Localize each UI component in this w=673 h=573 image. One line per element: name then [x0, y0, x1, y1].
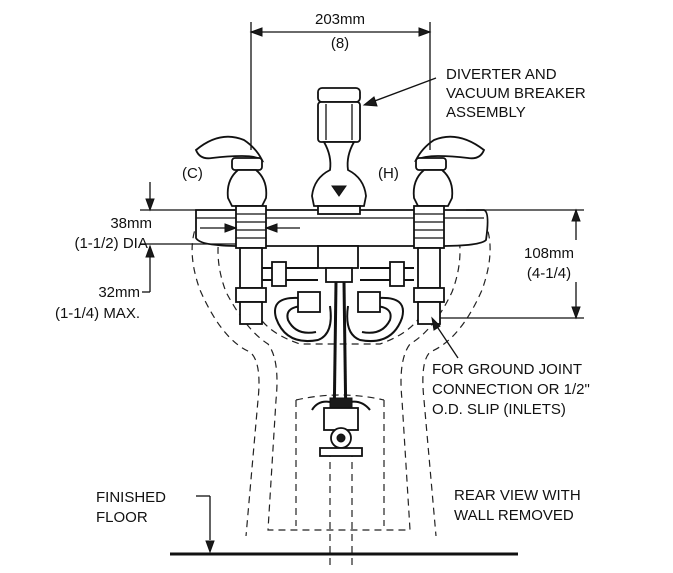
dim-203mm-label: 203mm — [315, 11, 365, 28]
dim-108mm-label: 108mm — [524, 245, 574, 262]
floor-callout: FINISHED FLOOR — [96, 489, 518, 556]
dim-max-label: (1-1/4) MAX. — [55, 305, 140, 322]
diverter-label-line-2: VACUUM BREAKER — [446, 85, 586, 102]
dimension-203mm: 203mm (8) — [249, 11, 432, 150]
floor-label-line-1: FINISHED — [96, 489, 166, 506]
inlet-label-line-1: FOR GROUND JOINT — [432, 361, 582, 378]
diverter-label-line-1: DIVERTER AND — [446, 66, 557, 83]
dimension-108mm: 108mm (4-1/4) — [440, 208, 584, 320]
dim-dia-label: (1-1/2) DIA. — [74, 235, 152, 252]
dim-4in-label: (4-1/4) — [527, 265, 571, 282]
view-caption-line-2: WALL REMOVED — [454, 507, 574, 524]
inlet-label-line-3: O.D. SLIP (INLETS) — [432, 401, 566, 418]
dim-32mm-label: 32mm — [98, 284, 140, 301]
pedestal-outline — [191, 209, 491, 568]
dim-8in-label: (8) — [331, 35, 349, 52]
hot-valve — [412, 135, 486, 325]
cold-label: (C) — [182, 165, 203, 182]
hot-label: (H) — [378, 165, 399, 182]
dimension-32mm: 32mm (1-1/4) MAX. — [55, 244, 155, 322]
inlet-label-line-2: CONNECTION OR 1/2" — [432, 381, 590, 398]
diverter-callout: DIVERTER AND VACUUM BREAKER ASSEMBLY — [362, 66, 586, 121]
diverter-label-line-3: ASSEMBLY — [446, 104, 526, 121]
supply-tubing — [262, 261, 414, 342]
view-caption-line-1: REAR VIEW WITH — [454, 487, 581, 504]
dimension-38mm: 38mm (1-1/2) DIA. — [74, 182, 300, 252]
dim-38mm-label: 38mm — [110, 215, 152, 232]
center-hose — [311, 281, 371, 457]
floor-label-line-2: FLOOR — [96, 509, 148, 526]
diverter-assembly — [311, 87, 367, 283]
cold-valve — [194, 135, 268, 325]
inlet-callout: FOR GROUND JOINT CONNECTION OR 1/2" O.D.… — [431, 316, 590, 418]
